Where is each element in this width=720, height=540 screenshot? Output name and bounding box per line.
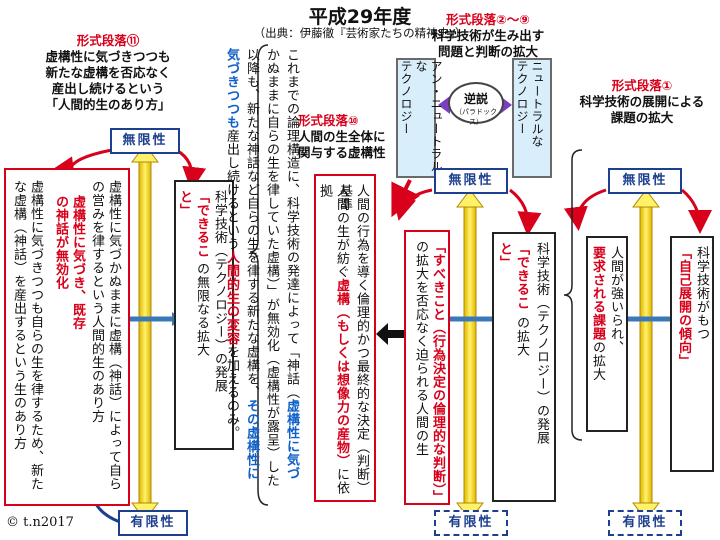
left-red-box-text: 虚構性に気づかぬままに虚構（神話）によって自らの営みを律するという人間的生のあり…	[89, 180, 121, 491]
center-text-1: これまでの論理構造に、科学技術の発達によって「神話（	[284, 48, 299, 399]
caption-p10-text: 人間の生全体に 関与する虚構性	[298, 129, 386, 160]
arc-right-2	[563, 188, 607, 231]
yellow-double-arrow-right	[631, 189, 661, 521]
right-red-box: 「すべきこと（行為決定の倫理的な判断）」の拡大を否応なく迫られる人間の生	[404, 230, 450, 505]
caption-p10-label: 形式段落⑩	[298, 113, 359, 128]
center-line-2: かぬままに自らの生を律していた虚構）」が無効化（虚構性が露呈）した	[264, 48, 279, 487]
black-arrow	[376, 323, 420, 345]
paradox-oval: 逆説 （パラドックス）	[448, 82, 504, 126]
label-infinite-left: 無限性	[110, 128, 180, 154]
label-finite-mid: 有限性	[434, 510, 508, 536]
far-red-text-2: 要求される課題の拡大	[589, 246, 606, 431]
right-tech-b: 「できること」	[497, 242, 529, 310]
caption-p1: 形式段落① 科学技術の展開による 課題の拡大	[564, 78, 720, 126]
right-red-box-plain: の拡大を否応なく迫られる人間の生	[413, 240, 428, 456]
paradox-title: 逆説	[463, 92, 488, 106]
paradox-sub: （パラドックス）	[455, 108, 497, 126]
far-tech-b: 「自己展開の傾向」	[676, 246, 691, 368]
left-red-arrow-text: 虚構性に気づき、既存の神話が無効化	[53, 195, 85, 330]
label-finite-right: 有限性	[608, 510, 682, 536]
center-text-3: 以降も、新たな神話など自らの生を律する新たな虚構を、	[244, 48, 259, 399]
middle-box-a: 人間の行為を導く倫理的かつ最終的な決定（判断）基準	[337, 184, 369, 495]
caption-p1-label: 形式段落①	[611, 78, 673, 93]
bubble-unneutral: アン・ニュートラルな テクノロジー	[396, 58, 443, 178]
caption-p2-9: 形式段落②～⑨ 科学技術が生み出す 問題と判断の拡大	[398, 12, 578, 60]
middle-box: 人間の行為を導く倫理的かつ最終的な決定（判断）基準 人間の生が紡ぐ虚構（もしくは…	[314, 174, 376, 502]
copyright: © t.n2017	[6, 515, 74, 530]
far-red-box: 人間が強いられ、 要求される課題の拡大	[586, 236, 628, 432]
caption-p11: 形式段落⑪ 虚構性に気づきつつも 新たな虚構を否応なく 産出し続けるという 「人…	[8, 33, 208, 113]
left-red-box: 虚構性に気づかぬままに虚構（神話）によって自らの営みを律するという人間的生のあり…	[4, 168, 130, 506]
right-red-box-text: 「すべきこと（行為決定の倫理的な判断）」の拡大を否応なく迫られる人間の生	[412, 240, 446, 504]
bubble-unneutral-text: アン・ニュートラルな テクノロジー	[399, 60, 443, 173]
center-text-4: 産出し続けるという	[224, 129, 239, 251]
center-line-1: これまでの論理構造に、科学技術の発達によって「神話（虚構性に気づ	[283, 48, 300, 488]
caption-p11-text: 虚構性に気づきつつも 新たな虚構を否応なく 産出し続けるという 「人間的生のあり…	[45, 49, 171, 112]
page-title: 平成29年度	[308, 6, 412, 28]
middle-box-b: 人間の生が紡ぐ虚構（もしくは想像力の産物）に依拠	[316, 184, 350, 496]
center-line-3: 以降も、新たな神話など自らの生を律する新たな虚構を、その虚構性に	[243, 48, 260, 488]
brace-left	[249, 44, 269, 506]
right-tech-box: 科学技術（テクノロジー）の発展 「できること」 の拡大	[492, 232, 556, 502]
yellow-double-arrow-mid	[455, 189, 485, 521]
left-tech-box-b: 「できること」	[177, 190, 209, 258]
far-tech-a: 科学技術がもつ	[694, 246, 709, 341]
middle-box-b-red: 虚構（もしくは想像力の産物）	[334, 278, 349, 468]
left-tech-box: 科学技術（テクノロジー）の発展 「できること」 の無限なる拡大	[174, 180, 234, 450]
bubble-arrow	[391, 179, 421, 218]
left-tech-box-c: の無限なる拡大	[194, 262, 209, 357]
label-finite-left: 有限性	[118, 510, 188, 536]
far-red-a: 人間が強いられ、	[608, 246, 623, 354]
center-text-3-blue: その虚構性に	[244, 399, 259, 480]
right-tech-c: の拡大	[514, 316, 529, 357]
bubble-neutral: ニュートラルな テクノロジー	[512, 58, 552, 178]
label-infinite-right: 無限性	[608, 168, 682, 194]
center-text: これまでの論理構造に、科学技術の発達によって「神話（虚構性に気づ かぬままに自ら…	[200, 48, 300, 488]
caption-p2-9-text: 科学技術が生み出す 問題と判断の拡大	[431, 28, 545, 59]
caption-p1-text: 科学技術の展開による 課題の拡大	[579, 94, 705, 125]
left-red-box-text-2: 虚構性に気づきつつも自らの生を律するため、新たな虚構（神話）を産出するという生の…	[11, 180, 43, 491]
middle-box-b-text: 人間の生が紡ぐ	[334, 184, 349, 279]
center-line-4: 気づきつつも産出し続けるという人間的生の変容を加えるのみ。	[223, 48, 240, 488]
caption-p10: 形式段落⑩ 人間の生全体に 関与する虚構性	[298, 113, 408, 161]
center-text-4-blue: 気づきつつも	[224, 48, 239, 129]
far-red-text: 人間が強いられ、	[607, 246, 624, 431]
caption-p2-9-label: 形式段落②～⑨	[446, 12, 530, 27]
right-red-box-red: 「すべきこと（行為決定の倫理的な判断）」	[430, 240, 445, 504]
label-infinite-mid: 無限性	[434, 168, 508, 194]
far-tech-box: 科学技術がもつ 「自己展開の傾向」	[670, 236, 714, 472]
middle-box-b-end: に依拠	[317, 184, 349, 495]
brace-right	[563, 149, 583, 441]
arc-right	[681, 188, 712, 234]
source-citation: （出典：伊藤徹『芸術家たちの精神史』）	[253, 26, 467, 40]
yellow-double-arrow-left	[130, 144, 160, 521]
far-red-c: の拡大	[590, 340, 605, 382]
right-tech-a: 科学技術（テクノロジー）の発展	[534, 242, 549, 445]
bubble-neutral-text: ニュートラルな テクノロジー	[515, 60, 544, 148]
center-text-4-red: 人間的生の変容	[224, 250, 239, 346]
arc-mid	[509, 188, 542, 236]
left-tech-box-a: 科学技術（テクノロジー）の発展	[212, 190, 227, 393]
caption-p11-label: 形式段落⑪	[76, 33, 140, 48]
far-red-b: 要求される課題	[590, 246, 605, 341]
center-text-1-blue: 虚構性に気づ	[284, 399, 299, 480]
center-text-4-end: を加えるのみ。	[224, 345, 239, 440]
